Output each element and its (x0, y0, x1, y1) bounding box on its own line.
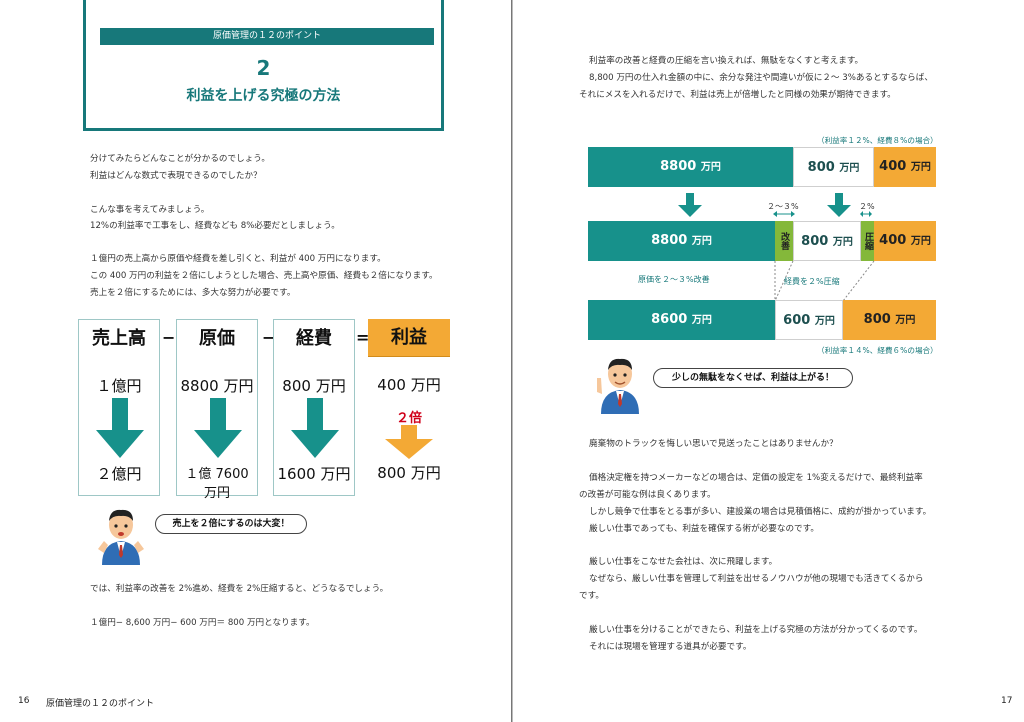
formula-column-profit: 利益 400 万円 ２倍 800 万円 (368, 319, 450, 496)
bar-segment-profit: 400 万円 (874, 147, 936, 187)
formula-head: 売上高 (92, 328, 146, 349)
minus-operator: − (162, 328, 176, 347)
speech-bubble: 少しの無駄をなくせば、利益は上がる！ (653, 368, 853, 388)
double-arrow-icon (773, 211, 795, 217)
footer-title: 原価管理の１２のポイント (46, 699, 155, 709)
bar-segment-expense: 800 万円 (793, 221, 861, 261)
paragraph: では、利益率の改善を 2%進め、経費を 2%圧縮すると、どうなるでしょう。 (90, 584, 389, 594)
title-main: 利益を上げる究極の方法 (186, 88, 341, 104)
arrow-down-icon (827, 193, 851, 217)
paragraph: 廃棄物のトラックを悔しい思いで見送ったことはありませんか？ (589, 439, 838, 449)
title-box: 原価管理の１２のポイント 2 利益を上げる究極の方法 (83, 0, 444, 131)
paragraph: しかし競争で仕事をとる事が多い、建設業の場合は見積価格に、成約が掛かっています。 (589, 507, 932, 517)
paragraph: 厳しい仕事をこなせた会社は、次に飛躍します。 (589, 557, 778, 567)
bar-segment-cost: 8800 万円 (588, 221, 775, 261)
paragraph: 12%の利益率で工事をし、経費なども 8%必要だとしましょう。 (90, 221, 340, 231)
bar-segment-improve: 改善 (775, 221, 793, 261)
paragraph: なぜなら、厳しい仕事を管理して利益を出せるノウハウが他の現場でも活きてくるから (589, 574, 924, 584)
paragraph: この 400 万円の利益を２倍にしようとした場合、売上高や原価、経費も２倍になり… (90, 271, 438, 281)
range-label-expense: ２% (859, 202, 875, 211)
page-number: 17 (1001, 696, 1013, 706)
arrow-down-icon (96, 398, 144, 458)
paragraph: それには現場を管理する道具が必要です。 (589, 642, 752, 652)
formula-value-before: 8800 万円 (180, 377, 254, 395)
bar-segment-profit: 800 万円 (843, 300, 936, 340)
bar-after: 8600 万円 600 万円 800 万円 (588, 300, 936, 340)
arrow-down-icon (291, 398, 339, 458)
paragraph: 価格決定権を持つメーカーなどの場合は、定価の設定を 1%変えるだけで、最終利益率 (589, 473, 923, 483)
paragraph: 利益はどんな数式で表現できるのでしたか？ (90, 171, 262, 181)
paragraph: です。 (579, 591, 604, 601)
minus-operator: − (262, 328, 276, 347)
speech-bubble: 売上を２倍にするのは大変！ (155, 514, 307, 534)
double-arrow-icon (860, 211, 872, 217)
title-number: 2 (256, 56, 271, 80)
bar-segment-profit: 400 万円 (874, 221, 936, 261)
paragraph: 利益率の改善と経費の圧縮を言い換えれば、無駄をなくすと考えます。 (589, 56, 864, 66)
formula-value-after: 800 万円 (377, 464, 441, 482)
paragraph: 売上を２倍にするためには、多大な努力が必要です。 (90, 288, 296, 298)
bar-segment-expense: 600 万円 (775, 300, 843, 340)
bar-segment-cost: 8600 万円 (588, 300, 775, 340)
page-number: 16 (18, 696, 30, 706)
arrow-down-icon (194, 398, 242, 458)
dashed-guides (774, 261, 875, 301)
left-page: 原価管理の１２のポイント 2 利益を上げる究極の方法 分けてみたらどんなことが分… (18, 0, 512, 722)
label-expense-compress: 経費を２%圧縮 (784, 277, 840, 286)
range-label-cost: ２〜３% (767, 202, 799, 211)
equals-operator: = (356, 328, 370, 347)
formula-value-after: 1600 万円 (277, 465, 351, 483)
worried-businessman-icon (98, 509, 144, 565)
paragraph: 分けてみたらどんなことが分かるのでしょう。 (90, 154, 270, 164)
note-bottom: （利益率１４%、経費６%の場合） (817, 346, 938, 355)
double-label: ２倍 (395, 411, 422, 426)
formula-column-cost: 原価 8800 万円 １億 7600 万円 (176, 319, 258, 501)
paragraph: こんな事を考えてみましょう。 (90, 205, 210, 215)
formula-value-before: 400 万円 (377, 376, 441, 394)
formula-value-before: 800 万円 (282, 377, 346, 395)
paragraph: それにメスを入れるだけで、利益は売上が倍増したと同様の効果が期待できます。 (579, 90, 896, 100)
bar-reduction: 8800 万円 改善 800 万円 圧縮 400 万円 (588, 221, 936, 261)
label-cost-improve: 原価を２〜３%改善 (638, 275, 710, 284)
note-top: （利益率１２%、経費８%の場合） (817, 136, 938, 145)
paragraph: の改善が可能な例は良くあります。 (579, 490, 716, 500)
paragraph: 8,800 万円の仕入れ金額の中に、余分な発注や間違いが仮に２〜 3%あるとする… (589, 73, 933, 83)
formula-head: 経費 (296, 328, 332, 349)
paragraph: １億円− 8,600 万円− 600 万円＝ 800 万円となります。 (90, 618, 315, 628)
bar-segment-expense: 800 万円 (793, 147, 874, 187)
right-page: 利益率の改善と経費の圧縮を言い換えれば、無駄をなくすと考えます。 8,800 万… (512, 0, 1024, 722)
formula-value-before: １億円 (96, 377, 142, 395)
formula-head: 原価 (199, 328, 235, 349)
arrow-down-icon (385, 425, 433, 459)
formula-column-sales: 売上高 １億円 ２億円 (78, 319, 160, 496)
formula-head: 利益 (368, 319, 450, 357)
pointing-businessman-icon (597, 358, 639, 414)
bar-segment-compress: 圧縮 (861, 221, 874, 261)
formula-column-expense: 経費 800 万円 1600 万円 (273, 319, 355, 496)
paragraph: 厳しい仕事を分けることができたら、利益を上げる究極の方法が分かってくるのです。 (589, 625, 923, 635)
formula-value-after: ２億円 (96, 465, 142, 483)
paragraph: 厳しい仕事であっても、利益を確保する術が必要なのです。 (589, 524, 819, 534)
arrow-down-icon (678, 193, 702, 217)
bar-segment-cost: 8800 万円 (588, 147, 793, 187)
paragraph: １億円の売上高から原価や経費を差し引くと、利益が 400 万円になります。 (90, 254, 386, 264)
title-banner: 原価管理の１２のポイント (100, 28, 434, 45)
bar-before: 8800 万円 800 万円 400 万円 (588, 147, 936, 187)
formula-value-after: １億 7600 万円 (185, 467, 249, 501)
